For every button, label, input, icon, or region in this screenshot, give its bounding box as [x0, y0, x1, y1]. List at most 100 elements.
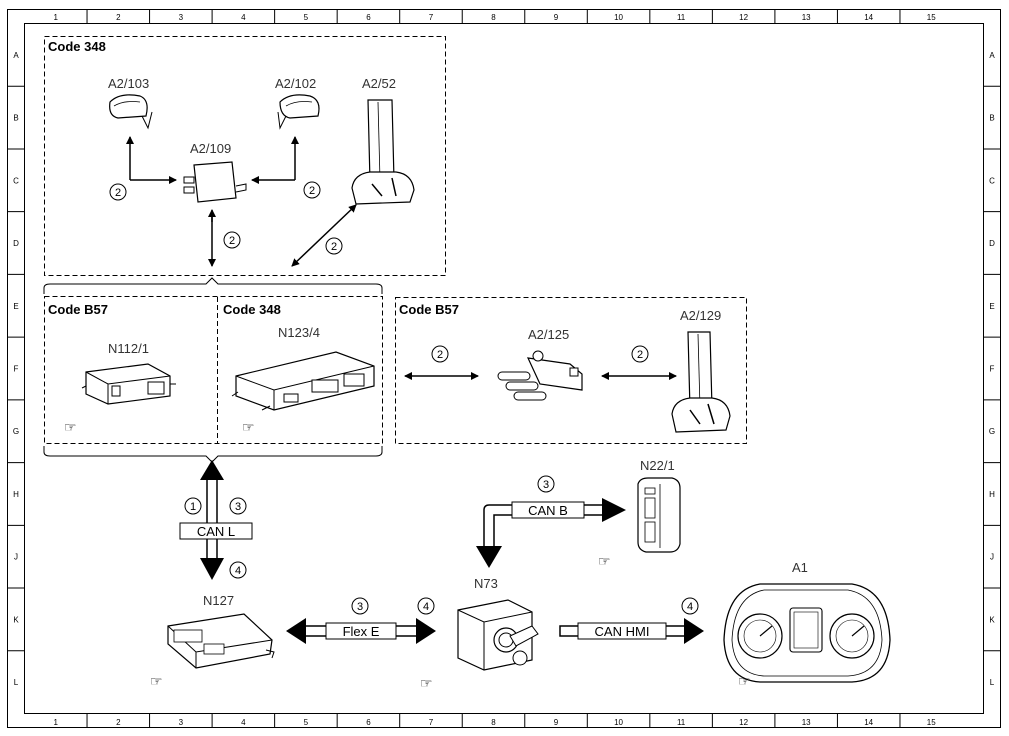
ignition-switch-n73-icon [457, 599, 539, 671]
grid-labels: 1122334455667788991010111112121313141415… [7, 9, 1001, 728]
bus-label-can-hmi: CAN HMI [595, 624, 650, 639]
reference-icon-n127: ☞ [150, 673, 163, 689]
marker-can-hmi-4: 4 [681, 597, 699, 615]
grid-col-label: 9 [554, 13, 559, 22]
grid-col-label: 3 [179, 718, 184, 727]
svg-text:2: 2 [229, 235, 235, 247]
grid-row-label: K [13, 615, 19, 624]
control-unit-n112-1-icon [81, 363, 176, 405]
antenna-module-icon [351, 99, 415, 205]
label-n112-1: N112/1 [108, 341, 149, 356]
reference-icon-n73: ☞ [420, 675, 433, 691]
grid-row-label: B [13, 114, 18, 123]
group-label-left-codeb57: Code B57 [48, 302, 108, 317]
svg-text:3: 3 [235, 501, 241, 513]
grid-row-label: D [989, 239, 995, 248]
grid-col-label: 1 [54, 718, 59, 727]
sensor-a2-125-icon [497, 350, 583, 401]
grid-col-label: 5 [304, 718, 309, 727]
bus-label-can-b: CAN B [528, 503, 568, 518]
bus-can-l: CAN L [179, 460, 253, 580]
grid-col-label: 4 [241, 718, 246, 727]
grid-col-label: 15 [927, 718, 936, 727]
page-frame [7, 9, 1001, 728]
grid-col-label: 8 [491, 13, 496, 22]
label-a2-52: A2/52 [362, 76, 396, 91]
bus-label-can-l: CAN L [197, 524, 235, 539]
grid-row-label: H [13, 490, 19, 499]
group-box-top-code348 [44, 36, 446, 276]
marker-a2-102: 2 [303, 181, 321, 199]
marker-a2-103: 2 [109, 183, 127, 201]
grid-col-label: 12 [739, 718, 748, 727]
grid-row-label: J [990, 553, 994, 562]
svg-text:2: 2 [637, 349, 643, 361]
marker-left-f: 2 [431, 345, 449, 363]
group-box-left [44, 296, 383, 444]
grid-row-label: A [13, 51, 19, 60]
grid-col-label: 14 [864, 718, 873, 727]
label-a2-109: A2/109 [190, 141, 231, 156]
marker-can-l-4: 4 [229, 561, 247, 579]
group-label-right-codeb57: Code B57 [399, 302, 459, 317]
group-box-right [395, 297, 747, 444]
grid-col-label: 12 [739, 13, 748, 22]
label-n127: N127 [203, 593, 234, 608]
grid-row-label: F [990, 365, 995, 374]
svg-text:3: 3 [543, 479, 549, 491]
grid-row-label: G [13, 427, 19, 436]
bus-can-hmi: CAN HMI [559, 618, 704, 644]
grid-row-label: H [989, 490, 995, 499]
grid-col-label: 11 [677, 13, 686, 22]
bus-flex-e: Flex E [286, 618, 436, 644]
grid-col-label: 2 [116, 13, 121, 22]
control-panel-n22-1-icon [637, 477, 681, 553]
grid-col-label: 7 [429, 718, 434, 727]
brace-bottom [43, 446, 383, 463]
label-n73: N73 [474, 576, 498, 591]
grid-row-label: F [14, 365, 19, 374]
grid-row-label: B [989, 114, 994, 123]
grid-col-label: 15 [927, 13, 936, 22]
marker-can-b-3: 3 [537, 475, 555, 493]
svg-text:4: 4 [423, 601, 429, 613]
grid-col-label: 5 [304, 13, 309, 22]
marker-a2-52: 2 [325, 237, 343, 255]
instrument-cluster-a1-icon [723, 583, 891, 683]
reference-icon-n112-1: ☞ [64, 419, 77, 435]
marker-a2-109: 2 [223, 231, 241, 249]
marker-flex-e-3: 3 [351, 597, 369, 615]
grid-col-label: 9 [554, 718, 559, 727]
grid-row-label: C [989, 176, 995, 185]
grid-col-label: 6 [366, 13, 371, 22]
grid-row-label: G [989, 427, 995, 436]
grid-col-label: 13 [802, 718, 811, 727]
reference-icon-n123-4: ☞ [242, 419, 255, 435]
bus-can-b: CAN B [476, 498, 626, 568]
grid-row-label: C [13, 176, 19, 185]
grid-col-label: 14 [864, 13, 873, 22]
grid-col-label: 2 [116, 718, 121, 727]
control-unit-n123-4-icon [231, 351, 375, 411]
group-label-left-code348: Code 348 [223, 302, 281, 317]
grid-row-label: L [14, 678, 19, 687]
grid-row-label: J [14, 553, 18, 562]
label-n123-4: N123/4 [278, 325, 320, 340]
marker-flex-e-4: 4 [417, 597, 435, 615]
reference-icon-n22-1: ☞ [598, 553, 611, 569]
reference-icon-a1: ☞ [738, 673, 751, 689]
marker-can-l-3: 3 [229, 497, 247, 515]
mirror-right-icon [277, 94, 320, 130]
grid-row-label: E [13, 302, 18, 311]
mirror-left-icon [109, 94, 153, 130]
svg-text:1: 1 [190, 501, 196, 513]
grid-row-label: E [989, 302, 994, 311]
grid-row-label: K [989, 615, 995, 624]
grid-col-label: 1 [54, 13, 59, 22]
svg-text:2: 2 [115, 187, 121, 199]
svg-text:2: 2 [309, 185, 315, 197]
grid-row-label: A [989, 51, 995, 60]
drawing-frame [24, 23, 984, 714]
